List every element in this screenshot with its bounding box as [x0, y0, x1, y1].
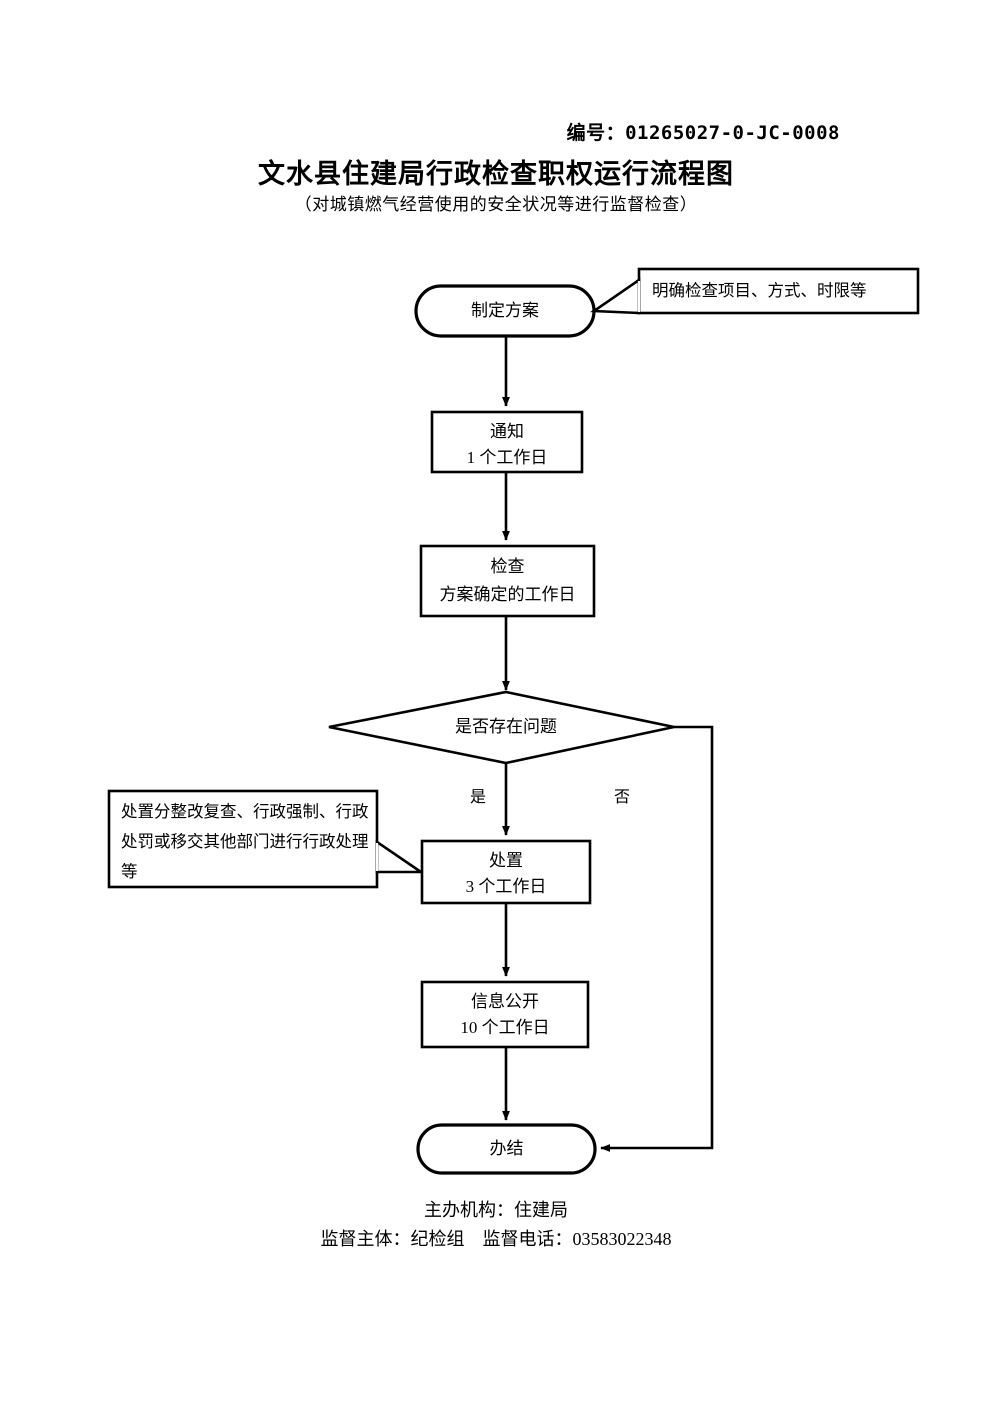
- document-number: 编号：01265027-0-JC-0008: [566, 122, 840, 144]
- branch-label-no: 否: [613, 789, 630, 806]
- handle-callout-shape[interactable]: [107, 789, 379, 889]
- start-callout-tail: [590, 277, 641, 315]
- notify-node-shape[interactable]: [430, 410, 584, 474]
- inspect-node-shape[interactable]: [419, 544, 596, 618]
- page-subtitle: （对城镇燃气经营使用的安全状况等进行监督检查）: [294, 195, 698, 214]
- page-title: 文水县住建局行政检查职权运行流程图: [258, 159, 734, 189]
- start-node-shape[interactable]: [414, 284, 596, 338]
- edge-decision-no-to-end: [600, 725, 714, 1152]
- start-callout-label: 明确检查项目、方式、时限等: [652, 281, 867, 300]
- handle-callout-tail: [375, 839, 426, 874]
- footer-supervisor: 监督主体：纪检组 监督电话：03583022348: [320, 1229, 672, 1249]
- handle-callout-label: 处置分整改复查、行政强制、行政处罚或移交其他部门进行行政处理等: [121, 802, 369, 881]
- disclosure-node-shape[interactable]: [420, 980, 590, 1049]
- branch-label-yes: 是: [469, 789, 486, 806]
- handle-node-shape[interactable]: [420, 839, 592, 905]
- end-node-shape[interactable]: [416, 1123, 597, 1175]
- decision-node-shape[interactable]: [328, 690, 675, 765]
- footer-block: 主办机构：住建局 监督主体：纪检组 监督电话：03583022348: [0, 1196, 992, 1254]
- footer-organizer: 主办机构：住建局: [424, 1200, 568, 1220]
- start-callout-shape[interactable]: [637, 267, 920, 315]
